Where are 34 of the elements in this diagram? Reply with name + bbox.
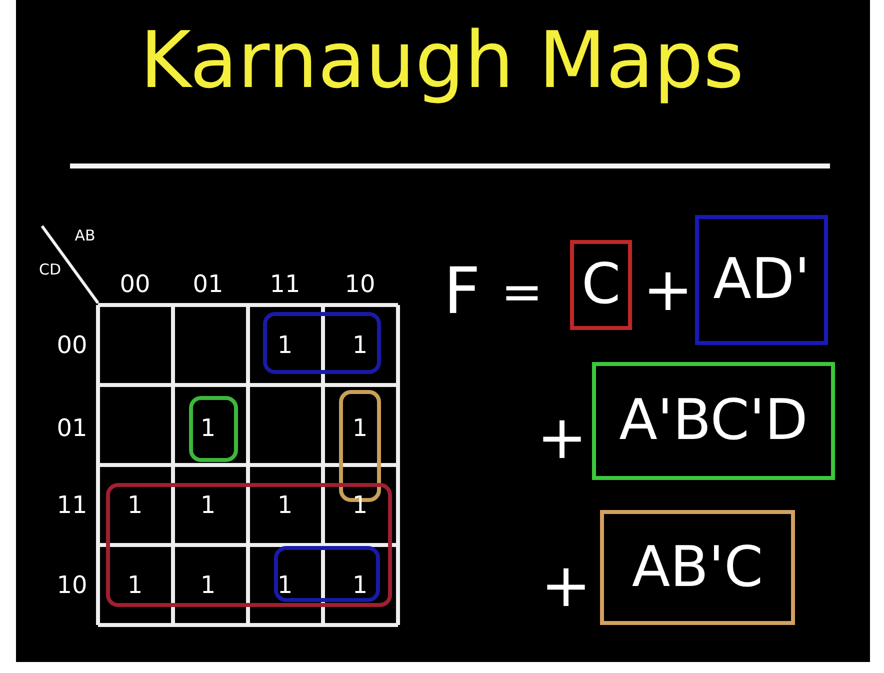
term-text: C	[581, 257, 621, 313]
cell-value: 1	[277, 333, 293, 357]
term-text: AB'C	[632, 540, 764, 596]
term-box	[592, 362, 835, 480]
cell-value: 1	[352, 573, 368, 597]
cell-value: 1	[127, 573, 143, 597]
term-box	[695, 215, 828, 345]
row-header: 01	[56, 416, 88, 440]
row-header: 00	[56, 333, 88, 357]
cell-value: 1	[277, 493, 293, 517]
axis-label: AB	[74, 228, 96, 244]
column-header: 01	[192, 272, 224, 296]
column-header: 00	[120, 272, 150, 296]
term-text: A'BC'D	[619, 393, 808, 449]
axis-label: CD	[38, 262, 62, 278]
cell-value: 1	[200, 416, 216, 440]
cell-value: 1	[200, 573, 216, 597]
column-header: 11	[270, 272, 300, 296]
cell-value: 1	[277, 573, 293, 597]
equation-symbol: F	[444, 260, 480, 324]
row-header: 11	[56, 493, 88, 517]
equation-symbol: +	[540, 556, 592, 616]
cell-value: 1	[352, 333, 368, 357]
term-text: AD'	[713, 252, 810, 308]
equation-symbol: +	[536, 408, 588, 468]
equation-symbol: +	[642, 260, 694, 320]
cell-value: 1	[127, 493, 143, 517]
cell-value: 1	[200, 493, 216, 517]
cell-value: 1	[352, 416, 368, 440]
column-header: 10	[344, 272, 376, 296]
term-box	[600, 510, 795, 625]
term-box	[570, 240, 632, 330]
row-header: 10	[56, 573, 88, 597]
equation-symbol: =	[501, 267, 543, 317]
